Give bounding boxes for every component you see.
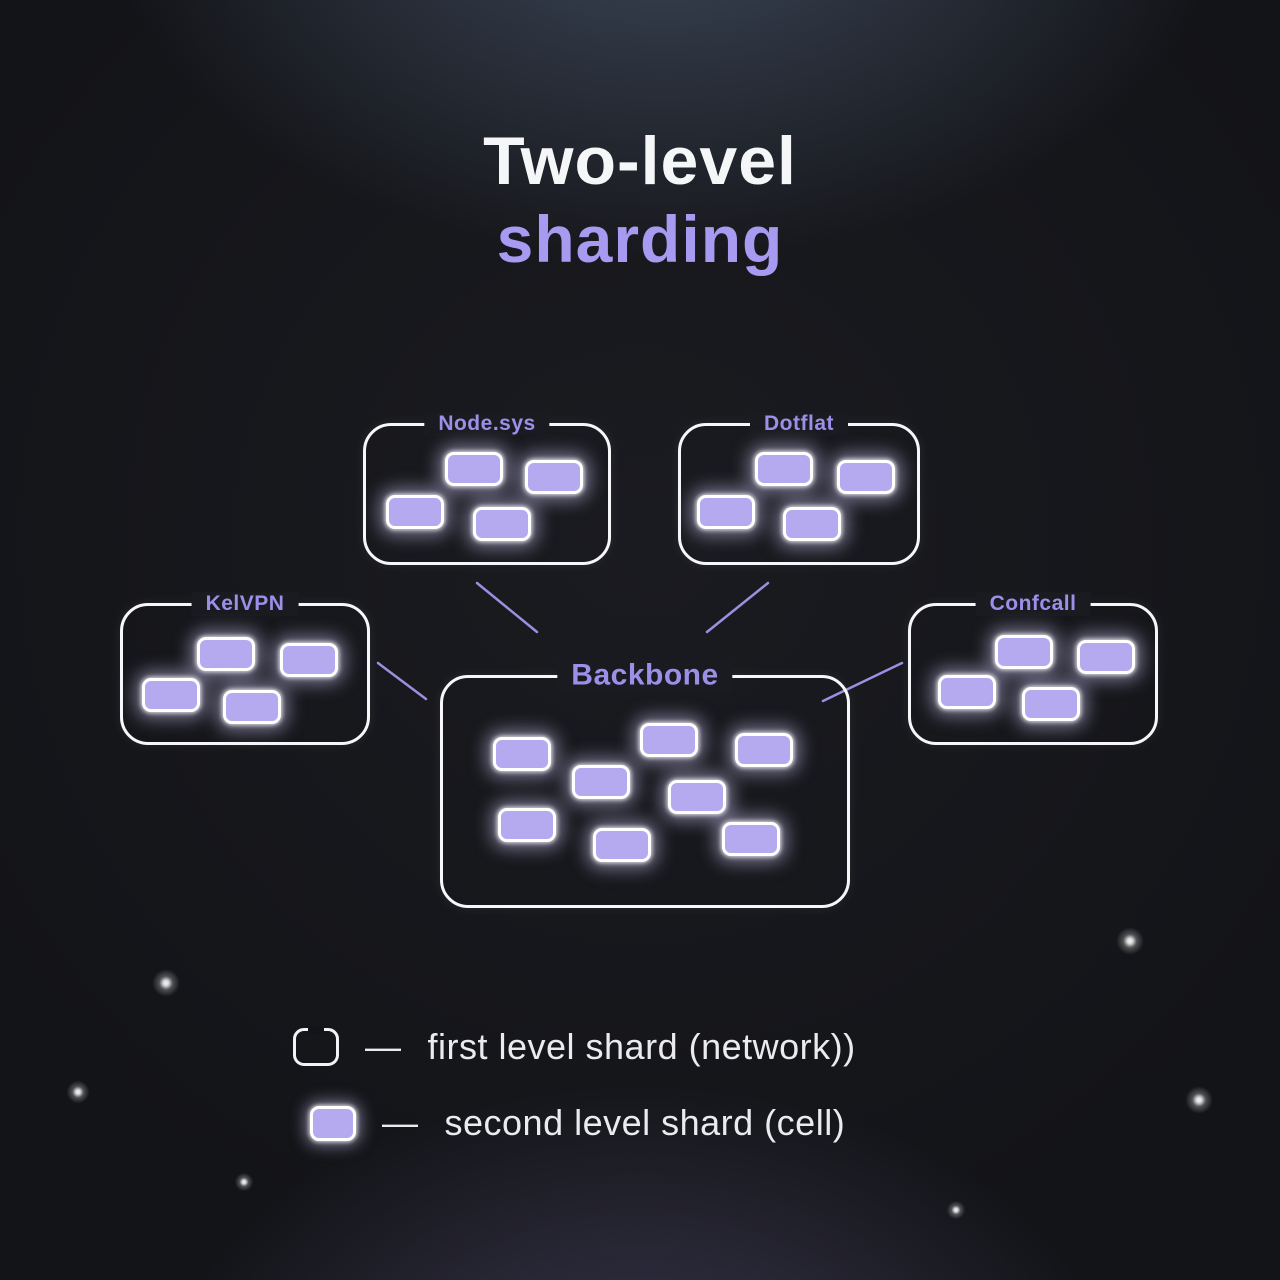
network-label-backbone: Backbone (557, 658, 733, 693)
legend-item-second-level: — second level shard (cell) (310, 1101, 845, 1145)
cell-backbone-4 (668, 780, 726, 814)
legend-dash: — (365, 1026, 402, 1067)
network-box-dotflat: Dotflat (678, 412, 920, 565)
cell-kelvpn-2 (280, 643, 338, 677)
cell-backbone-1 (493, 737, 551, 771)
cell-dotflat-3 (697, 495, 755, 529)
star-3 (234, 1172, 254, 1192)
cell-kelvpn-3 (142, 678, 200, 712)
legend-dash: — (382, 1102, 419, 1143)
network-box-kelvpn: KelVPN (120, 592, 370, 745)
network-box-nodesys: Node.sys (363, 412, 611, 565)
cell-backbone-7 (593, 828, 651, 862)
cell-dotflat-1 (755, 452, 813, 486)
cell-confcall-2 (1077, 640, 1135, 674)
cell-dotflat-2 (837, 460, 895, 494)
title-line-1: Two-level (483, 123, 797, 199)
connector-line-nodesys-backbone (475, 581, 539, 634)
cell-kelvpn-4 (223, 690, 281, 724)
cell-nodesys-2 (525, 460, 583, 494)
star-6 (946, 1200, 966, 1220)
cell-backbone-3 (640, 723, 698, 757)
network-label-confcall: Confcall (975, 592, 1091, 617)
cell-nodesys-4 (473, 507, 531, 541)
connector-line-kelvpn-backbone (376, 661, 428, 701)
page-title: Two-level sharding (0, 126, 1280, 273)
legend-item-first-level: — first level shard (network)) (293, 1024, 856, 1070)
cell-confcall-3 (938, 675, 996, 709)
network-box-confcall: Confcall (908, 592, 1158, 745)
network-box-backbone: Backbone (440, 658, 850, 908)
cell-backbone-2 (572, 765, 630, 799)
second-level-shard-icon (310, 1105, 356, 1141)
legend-label-first-level: first level shard (network)) (427, 1026, 856, 1067)
cell-nodesys-3 (386, 495, 444, 529)
star-5 (1184, 1085, 1214, 1115)
first-level-shard-icon (293, 1026, 339, 1066)
icon-label-gap (308, 1026, 324, 1034)
cell-kelvpn-1 (197, 637, 255, 671)
network-label-dotflat: Dotflat (750, 412, 848, 437)
cell-dotflat-4 (783, 507, 841, 541)
cell-backbone-6 (498, 808, 556, 842)
cell-confcall-4 (1022, 687, 1080, 721)
network-label-nodesys: Node.sys (424, 412, 550, 437)
cell-confcall-1 (995, 635, 1053, 669)
cell-backbone-8 (722, 822, 780, 856)
cell-nodesys-1 (445, 452, 503, 486)
star-4 (1115, 926, 1145, 956)
star-1 (151, 968, 181, 998)
cell-backbone-5 (735, 733, 793, 767)
network-label-kelvpn: KelVPN (191, 592, 299, 617)
legend-label-second-level: second level shard (cell) (444, 1102, 846, 1143)
star-2 (65, 1079, 91, 1105)
title-line-2: sharding (496, 201, 784, 276)
connector-line-dotflat-backbone (705, 581, 770, 634)
